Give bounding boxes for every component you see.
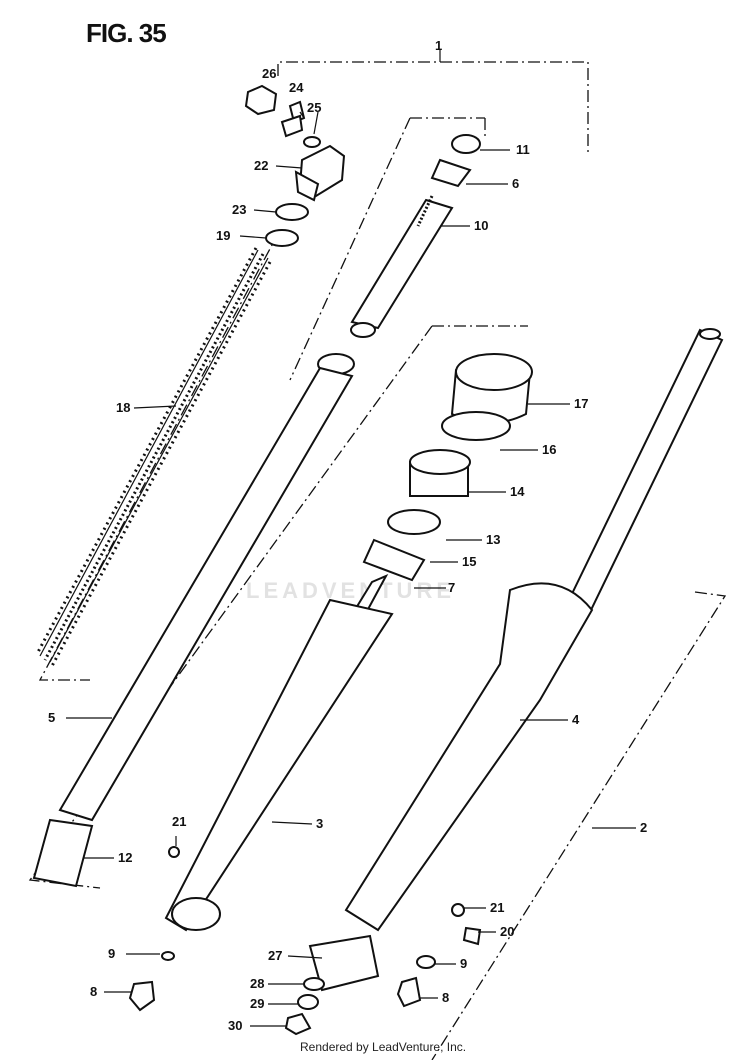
callout-9-right: 9: [460, 956, 467, 971]
callout-21-upper: 21: [172, 814, 186, 829]
o-ring-23: [275, 203, 309, 221]
cap-nut: [244, 84, 278, 116]
callout-25: 25: [307, 100, 321, 115]
callout-27: 27: [268, 948, 282, 963]
watermark-text: LEADVENTURE: [246, 578, 455, 603]
bolt-8-right: [396, 976, 422, 1008]
callout-8-left: 8: [90, 984, 97, 999]
callout-15: 15: [462, 554, 476, 569]
figure-title: FIG. 35: [86, 18, 167, 48]
callout-28: 28: [250, 976, 264, 991]
o-ring-small: [303, 136, 321, 148]
fork-cap-bolt: [294, 144, 346, 202]
bolt-21-right: [451, 903, 465, 917]
fork-spring: [36, 247, 272, 667]
callout-30: 30: [228, 1018, 242, 1033]
washer-28: [303, 977, 325, 991]
washer-9-right: [416, 955, 436, 969]
nut-30: [284, 1012, 312, 1036]
damper-rod: [350, 158, 472, 338]
outer-tube-left: [164, 598, 394, 932]
washer-29: [297, 994, 319, 1010]
callout-16: 16: [542, 442, 556, 457]
callout-29: 29: [250, 996, 264, 1011]
callout-7: 7: [448, 580, 455, 595]
callout-26: 26: [262, 66, 276, 81]
callout-19: 19: [216, 228, 230, 243]
tube-bush: [32, 818, 94, 888]
callout-23: 23: [232, 202, 246, 217]
callout-5: 5: [48, 710, 55, 725]
footer-credit: Rendered by LeadVenture, Inc.: [300, 1040, 467, 1054]
callout-21-lower: 21: [490, 900, 504, 915]
leader-lines: [66, 50, 636, 1027]
callout-10: 10: [474, 218, 488, 233]
assembly-bracket-1: [277, 61, 589, 155]
bolt-20: [462, 926, 482, 946]
callout-18: 18: [116, 400, 130, 415]
callout-3: 3: [316, 816, 323, 831]
callout-14: 14: [510, 484, 525, 499]
callout-22: 22: [254, 158, 268, 173]
washer-9-left: [161, 951, 175, 961]
axle-holder: [308, 934, 380, 992]
outer-tube-right: [344, 582, 594, 932]
seal-spacer: [362, 509, 441, 582]
bolt-8-left: [128, 980, 156, 1012]
dust-seal: [450, 353, 533, 424]
callout-1: 1: [435, 38, 442, 53]
callout-9-left: 9: [108, 946, 115, 961]
spring-washer: [265, 229, 299, 247]
callout-12: 12: [118, 850, 132, 865]
inner-tube-left: [58, 353, 355, 822]
callout-8-right: 8: [442, 990, 449, 1005]
oil-seal: [409, 449, 471, 497]
callout-20: 20: [500, 924, 514, 939]
callout-6: 6: [512, 176, 519, 191]
callout-24: 24: [289, 80, 304, 95]
bolt-21-left: [168, 846, 180, 858]
air-valve: [280, 100, 306, 138]
callout-labels: 1 26 24 25 22 23 19 11 6 10 18 17 16 14 …: [48, 38, 647, 1033]
callout-2: 2: [640, 820, 647, 835]
seal-11: [451, 134, 481, 154]
assembly-bracket-inner: [289, 117, 486, 381]
callout-11: 11: [516, 142, 530, 157]
callout-13: 13: [486, 532, 500, 547]
stopper-ring: [441, 411, 511, 441]
assembly-bracket-left: [38, 229, 281, 681]
callout-4: 4: [572, 712, 580, 727]
callout-17: 17: [574, 396, 588, 411]
assembly-bracket-2: [431, 591, 727, 1060]
inner-tube-right: [566, 328, 724, 614]
